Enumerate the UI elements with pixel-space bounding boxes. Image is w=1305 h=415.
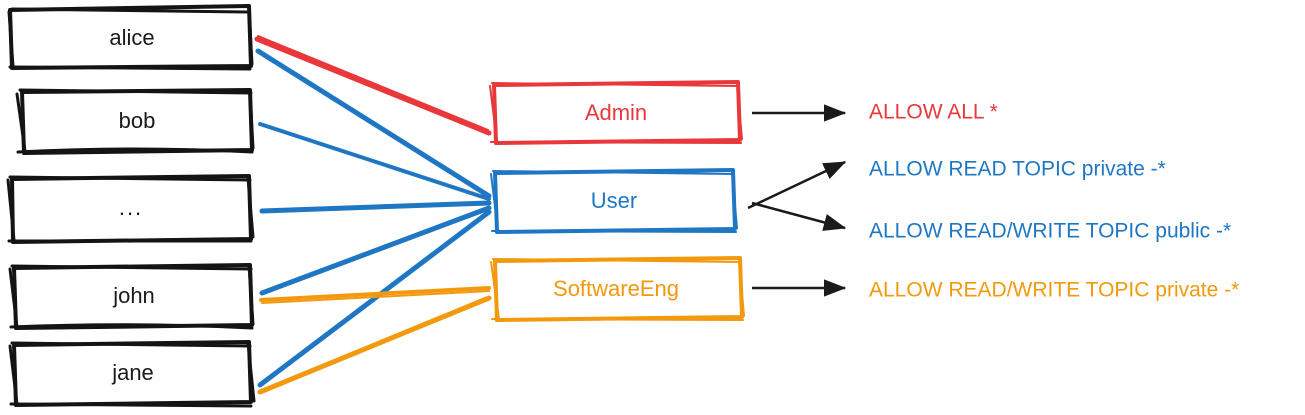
user-box-jane-sketch	[8, 341, 256, 408]
permission-readwrite-topic-public: ALLOW READ/WRITE TOPIC public -*	[869, 220, 1231, 243]
user-box-alice-sketch	[7, 6, 254, 71]
role-label-softwareeng: SoftwareEng	[553, 276, 679, 301]
edges-users-to-roles	[254, 35, 492, 395]
user-label-ellipsis: ...	[119, 195, 143, 220]
permission-readwrite-topic-private: ALLOW READ/WRITE TOPIC private -*	[869, 279, 1239, 302]
role-node-softwareeng[interactable]: SoftwareEng	[490, 256, 745, 322]
edge-bob-user	[258, 122, 491, 201]
user-box-ellipsis-sketch	[6, 175, 255, 243]
role-box-softwareeng-sketch	[490, 258, 745, 321]
edge-alice-user	[255, 48, 492, 199]
user-node-john[interactable]: john	[8, 263, 255, 330]
user-node-ellipsis[interactable]: ...	[6, 174, 255, 244]
user-node-bob[interactable]: bob	[15, 88, 255, 155]
role-box-user-sketch	[490, 170, 738, 233]
edge-jane-user	[257, 209, 492, 388]
role-box-admin-sketch	[489, 82, 743, 144]
role-node-user[interactable]: User	[490, 168, 738, 234]
edge-john-softwareeng-sketch	[261, 290, 490, 304]
role-label-user: User	[591, 188, 637, 213]
edge-jane-softwareeng	[257, 295, 492, 395]
edge-alice-admin	[254, 36, 492, 136]
permission-labels: ALLOW ALL * ALLOW READ TOPIC private -* …	[869, 101, 1239, 302]
role-nodes: Admin User SoftwareEng	[489, 80, 745, 322]
user-label-alice: alice	[109, 25, 154, 50]
arrows-roles-to-permissions	[747, 104, 847, 297]
role-node-admin[interactable]: Admin	[489, 80, 743, 145]
permission-read-topic-private: ALLOW READ TOPIC private -*	[869, 158, 1166, 181]
edge-ellipsis-user	[259, 200, 492, 214]
user-node-jane[interactable]: jane	[8, 340, 256, 408]
permission-allow-all: ALLOW ALL *	[869, 101, 998, 124]
user-box-bob-sketch	[15, 88, 255, 154]
role-label-admin: Admin	[585, 100, 647, 125]
edge-alice-admin-sketch	[257, 35, 489, 131]
user-node-alice[interactable]: alice	[7, 4, 254, 71]
user-nodes: alice bob ... john jane	[6, 4, 256, 408]
edge-john-user	[259, 205, 492, 296]
edge-john-softwareeng	[259, 286, 491, 302]
user-label-jane: jane	[111, 360, 154, 385]
user-box-john-sketch	[8, 264, 255, 330]
user-label-bob: bob	[119, 108, 156, 133]
arrow-user-to-read-private	[747, 160, 847, 210]
arrow-user-to-readwrite-public	[751, 201, 847, 231]
user-label-john: john	[112, 283, 155, 308]
